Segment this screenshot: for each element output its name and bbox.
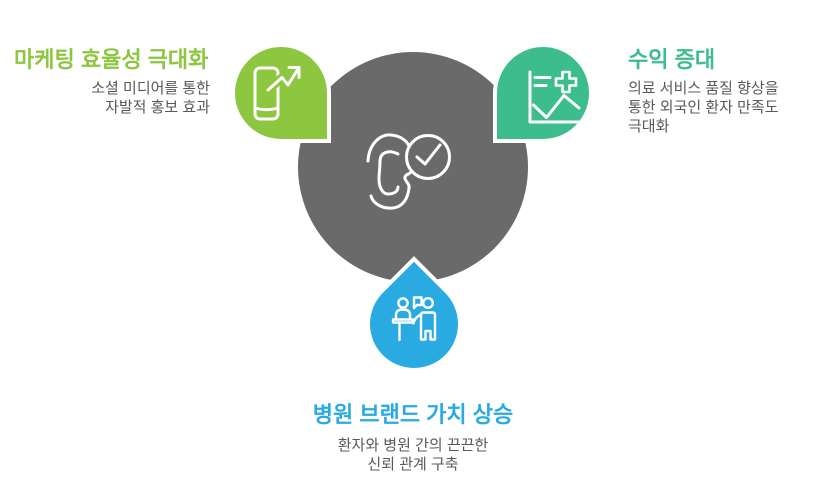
consultation-people-icon (391, 296, 437, 342)
central-circle (298, 52, 528, 282)
brand-desc-line-1: 환자와 병원 간의 끈끈한 (337, 437, 489, 454)
brand-title: 병원 브랜드 가치 상승 (312, 402, 514, 427)
revenue-desc-line-1: 의료 서비스 품질 향상을 (628, 80, 779, 97)
marketing-callout-drop (231, 43, 331, 143)
revenue-desc-line-3: 극대화 (628, 118, 670, 135)
revenue-callout-drop (493, 43, 593, 143)
revenue-title: 수익 증대 (628, 47, 716, 72)
revenue-desc-line-2: 통한 외국인 환자 만족도 (628, 99, 779, 116)
brand-callout-drop (346, 256, 482, 392)
marketing-description: 소셜 미디어를 통한 자발적 홍보 효과 (0, 79, 210, 117)
marketing-desc-line-2: 자발적 홍보 효과 (105, 99, 210, 116)
chart-medical-plus-icon (528, 70, 584, 124)
phone-growth-arrow-icon (253, 63, 304, 121)
ear-listening-check-icon (366, 133, 451, 210)
marketing-desc-line-1: 소셜 미디어를 통한 (91, 80, 210, 97)
marketing-title: 마케팅 효율성 극대화 (14, 47, 209, 72)
brand-description: 환자와 병원 간의 끈끈한 신뢰 관계 구축 (213, 436, 613, 474)
brand-desc-line-2: 신뢰 관계 구축 (367, 456, 459, 473)
revenue-description: 의료 서비스 품질 향상을 통한 외국인 환자 만족도 극대화 (628, 79, 820, 136)
brand-callout-content (370, 280, 458, 368)
